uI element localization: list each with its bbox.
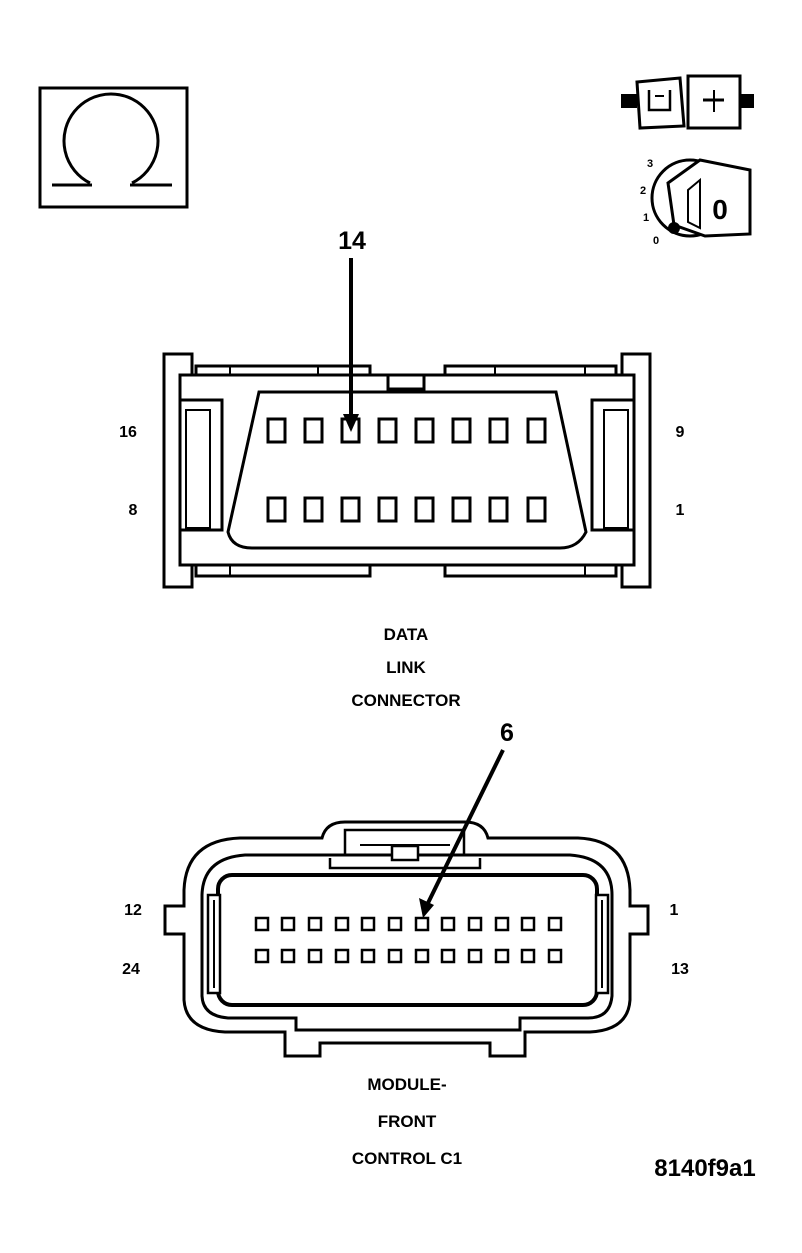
ignition-key-off-icon: 3 2 1 0 0 — [640, 158, 752, 247]
dlc-title-line2: LINK — [386, 658, 426, 677]
dlc-pin-label-8: 8 — [129, 502, 138, 519]
dlc-pin-label-1: 1 — [676, 502, 685, 519]
fcm-pin-row-top — [254, 916, 563, 932]
fcm-pin-label-13: 13 — [671, 961, 689, 978]
disconnected-connector-icon — [621, 74, 754, 130]
fcm-title-line3: CONTROL C1 — [352, 1149, 462, 1168]
dlc-title-line1: DATA — [384, 625, 429, 644]
fcm-pin-label-24: 24 — [122, 961, 140, 978]
dlc-pin-label-16: 16 — [119, 424, 137, 441]
fcm-c1-connector — [163, 749, 650, 1058]
fcm-pin-label-12: 12 — [124, 902, 142, 919]
ignition-position-1: 1 — [643, 212, 649, 224]
data-link-connector — [162, 258, 652, 589]
dlc-callout-number: 14 — [338, 227, 366, 255]
fcm-callout-arrow — [426, 749, 505, 904]
dlc-pin-label-9: 9 — [676, 424, 685, 441]
fcm-pin-row-bottom — [254, 948, 563, 964]
dlc-title-line3: CONNECTOR — [351, 691, 460, 710]
dlc-pin-row-bottom — [266, 496, 547, 523]
ignition-position-3: 3 — [647, 158, 653, 170]
ignition-position-2: 2 — [640, 185, 646, 197]
fcm-title-line1: MODULE- — [367, 1075, 446, 1094]
fcm-title-line2: FRONT — [378, 1112, 437, 1131]
ohmmeter-icon — [38, 86, 189, 209]
fcm-pin-label-1: 1 — [670, 902, 679, 919]
figure-id: 8140f9a1 — [654, 1155, 755, 1182]
dlc-pin-row-top — [266, 417, 547, 444]
fcm-callout-number: 6 — [500, 719, 514, 747]
key-label: 0 — [712, 194, 728, 225]
ignition-position-0: 0 — [653, 235, 659, 247]
